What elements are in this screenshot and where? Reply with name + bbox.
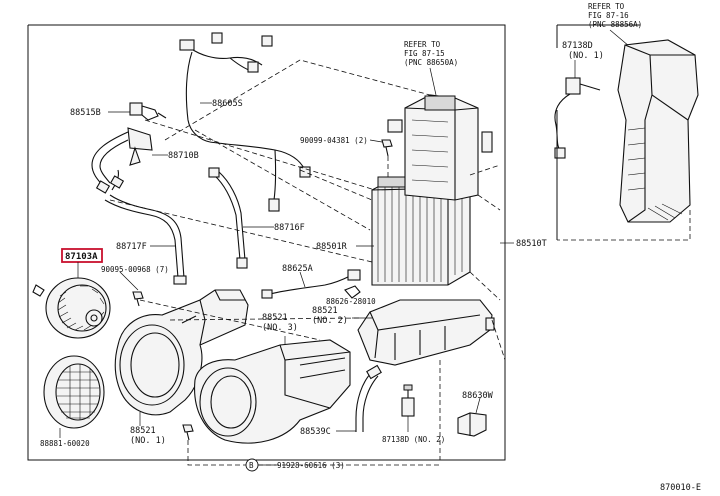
label-88501r: 88501R <box>316 242 348 252</box>
case-ref-88650a <box>387 94 493 201</box>
screw-90099 <box>381 139 393 157</box>
hose-88710b <box>91 127 153 194</box>
clip-88630w <box>457 412 487 437</box>
wire-harness-88605s <box>179 32 311 212</box>
hose-88539c <box>355 364 382 432</box>
right-assembly-line <box>557 210 691 241</box>
label-91928-60616: 91928-60616 (3) <box>277 461 345 470</box>
figure-code: 870010-E <box>660 483 701 493</box>
label-88521-no3: 88521 <box>262 313 288 323</box>
switch-88515b <box>129 102 167 121</box>
sensor-88625a <box>261 269 361 299</box>
bolt-91928 <box>182 424 194 441</box>
label-refer-mid-2: FIG 87-15 <box>404 49 445 58</box>
label-refer-mid-3: (PNC 88650A) <box>404 58 458 67</box>
housing-88521-no2 <box>357 299 495 366</box>
label-88626-28010: 88626-28010 <box>326 297 376 306</box>
label-88710b: 88710B <box>168 151 199 161</box>
label-88521-no3-sub: (NO. 3) <box>262 323 298 333</box>
label-88521-no1-sub: (NO. 1) <box>130 436 166 446</box>
label-90095-00968: 90095-00968 (7) <box>101 265 169 274</box>
label-refer-top-2: FIG 87-16 <box>588 11 629 20</box>
label-88510t: 88510T <box>516 239 547 249</box>
sensor-87138d-no1 <box>554 77 601 159</box>
label-87103a[interactable]: 87103A <box>65 252 98 262</box>
highlight-box-87103a <box>61 248 103 263</box>
label-87138d-no2: 87138D (NO. 2) <box>382 435 445 444</box>
clip-88626 <box>344 285 361 299</box>
label-refer-top-1: REFER TO <box>588 2 625 11</box>
assembly-lines <box>109 59 506 466</box>
label-88625a: 88625A <box>282 264 313 274</box>
screw-90095 <box>132 291 144 307</box>
label-88539c: 88539C <box>300 427 331 437</box>
housing-88521-no3 <box>194 339 351 444</box>
label-circle-b: B <box>249 461 254 470</box>
label-87138d-no1: 87138D <box>562 41 593 51</box>
label-90099-04381: 90099-04381 (2) <box>300 136 368 145</box>
duct-ref-88856a <box>617 39 699 223</box>
label-88521-no2-sub: (NO. 2) <box>312 316 348 326</box>
label-refer-top-3: (PNC 88856A) <box>588 20 642 29</box>
label-88630w: 88630W <box>462 391 494 401</box>
label-87138d-no1-sub: (NO. 1) <box>568 51 604 61</box>
label-88515b: 88515B <box>70 108 101 118</box>
label-88716f: 88716F <box>274 223 305 233</box>
label-refer-mid-1: REFER TO <box>404 40 441 49</box>
fan-guard-88881 <box>43 355 105 429</box>
main-frame <box>27 24 506 461</box>
label-88881-60020: 88881-60020 <box>40 439 90 448</box>
sensor-87138d-no2 <box>401 384 415 417</box>
blower-motor-87103a <box>32 277 111 339</box>
tube-88716f <box>208 167 248 269</box>
label-88521-no1: 88521 <box>130 426 156 436</box>
label-88521-no2: 88521 <box>312 306 338 316</box>
label-88717f: 88717F <box>116 242 147 252</box>
housing-88521-no1 <box>114 289 249 416</box>
label-88605s: 88605S <box>212 99 243 109</box>
